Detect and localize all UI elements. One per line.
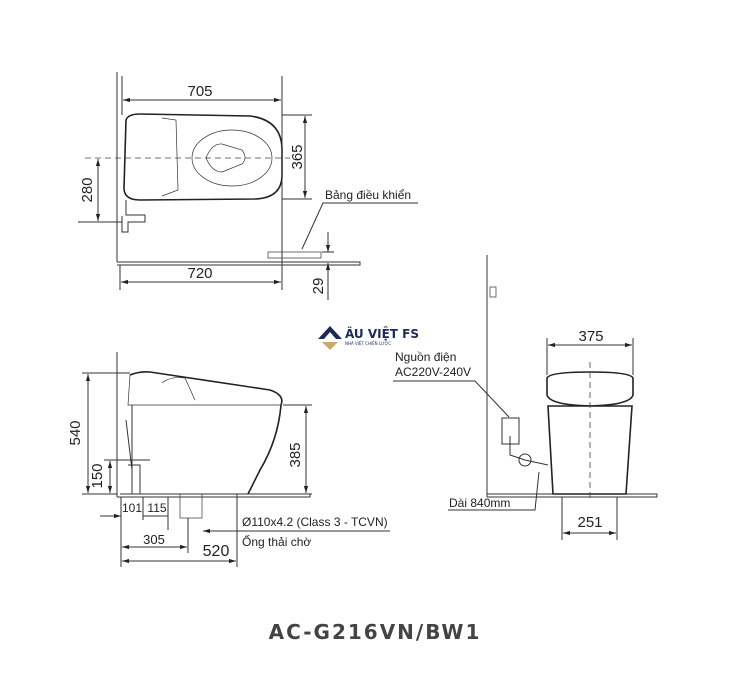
floor-line (117, 261, 361, 266)
control-panel (267, 251, 322, 259)
floor-line (117, 493, 311, 498)
dim-385: 385 (287, 442, 304, 467)
label-control-panel: Bảng điều khiển (325, 188, 411, 202)
dim-365: 365 (289, 144, 306, 169)
water-inlet-valve (121, 200, 146, 233)
pipe-label: Ống thải chờ (242, 534, 311, 549)
logo-text: ÂU VIỆT FS (345, 326, 419, 341)
toilet-side-outline (129, 371, 283, 495)
power-spec: AC220V-240V (395, 365, 471, 379)
drain-pipe (179, 493, 203, 519)
logo-chevron-icon (322, 342, 338, 350)
brand-logo: ÂU VIỆT FS NHÀ VIỆT CHIẾN LƯỢC (318, 326, 419, 350)
cable-length: Dài 840mm (449, 496, 510, 510)
leader-cable (448, 471, 540, 511)
lid-curve (161, 377, 196, 401)
dim-375: 375 (578, 328, 603, 345)
pipe-spec: Ø110x4.2 (Class 3 - TCVN) (242, 515, 388, 529)
dim-101: 101 (122, 501, 142, 515)
side-plumbing (120, 405, 150, 494)
dim-251: 251 (577, 514, 602, 531)
dim-520: 520 (203, 543, 230, 560)
dim-280: 280 (79, 177, 96, 202)
front-view: 375 251 Nguồn điện AC220V-240V Dài 840mm (393, 255, 658, 540)
lid-line (127, 374, 281, 406)
seat-ring (191, 129, 273, 187)
leader-power (393, 380, 510, 418)
wall-socket (489, 286, 497, 298)
dim-705: 705 (187, 83, 212, 100)
power-cable (509, 436, 549, 466)
bowl-opening (205, 143, 246, 173)
tank-cover (161, 117, 179, 197)
dim-150: 150 (89, 463, 106, 488)
dim-540: 540 (67, 420, 84, 445)
logo-mark-icon (318, 326, 342, 339)
dim-305: 305 (143, 532, 165, 547)
toilet-top-outline (123, 113, 283, 201)
logo-tagline: NHÀ VIỆT CHIẾN LƯỢC (345, 340, 391, 346)
model-code: AC-G216VN/BW1 (269, 620, 482, 644)
top-view: 705 365 280 720 29 Bảng điều khiển (78, 72, 418, 300)
power-label: Nguồn điện (395, 350, 456, 364)
seat-lid-front (546, 371, 634, 407)
dim-115: 115 (147, 501, 166, 515)
leader-control-panel (301, 202, 418, 250)
bowl-front (547, 405, 633, 495)
dim-720: 720 (187, 265, 212, 282)
side-view: 540 150 385 101 115 305 520 Ø110x4.2 (Cl… (67, 352, 390, 567)
water-inlet (518, 453, 532, 467)
dim-29: 29 (310, 278, 327, 295)
